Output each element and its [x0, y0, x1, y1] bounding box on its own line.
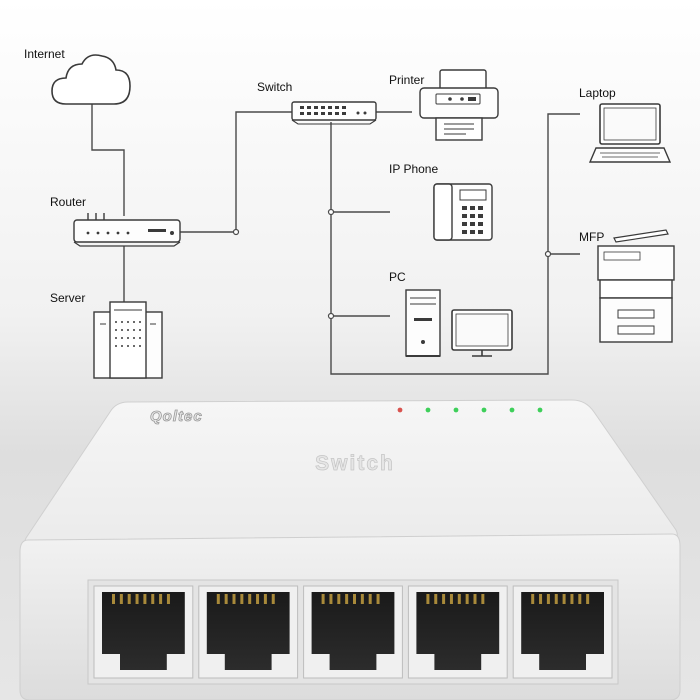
port-led	[425, 407, 431, 413]
led-row	[397, 407, 543, 413]
ports-group	[93, 585, 613, 679]
switch-trunk-link	[330, 113, 580, 375]
power-led	[397, 407, 403, 413]
label-printer: Printer	[389, 73, 425, 87]
product-name: Switch	[315, 452, 395, 475]
switch-icon	[291, 101, 377, 125]
junction-dot	[327, 312, 335, 320]
label-mfp: MFP	[579, 230, 605, 244]
connection-lines	[91, 104, 580, 375]
server-icon	[93, 301, 163, 379]
monitor-icon	[451, 309, 513, 357]
port-led	[481, 407, 487, 413]
label-pc: PC	[389, 270, 406, 284]
laptop-icon	[588, 103, 672, 163]
cloud-icon	[51, 54, 131, 105]
printer-icon	[419, 69, 499, 141]
junction-dots	[232, 208, 552, 320]
rj45-port	[303, 585, 403, 679]
rj45-port	[512, 585, 613, 679]
label-internet: Internet	[24, 47, 65, 61]
router-icon	[73, 213, 181, 247]
junction-dot	[544, 250, 552, 258]
brand-logo: Qoltec	[150, 408, 203, 425]
port-led	[509, 407, 515, 413]
ip-phone-icon	[433, 183, 493, 241]
rj45-port	[93, 585, 194, 679]
internet-router-link	[91, 104, 125, 216]
pc-tower-icon	[405, 289, 441, 357]
label-ip-phone: IP Phone	[389, 162, 439, 176]
port-led	[537, 407, 543, 413]
rj45-port	[198, 585, 299, 679]
junction-dot	[327, 208, 335, 216]
rj45-port	[407, 585, 508, 679]
junction-dot	[232, 228, 240, 236]
label-switch: Switch	[257, 80, 293, 94]
router-switch-link	[180, 111, 292, 233]
port-led	[453, 407, 459, 413]
label-server: Server	[50, 291, 86, 305]
label-laptop: Laptop	[579, 86, 616, 100]
mfp-icon	[597, 229, 675, 343]
label-router: Router	[50, 195, 87, 209]
